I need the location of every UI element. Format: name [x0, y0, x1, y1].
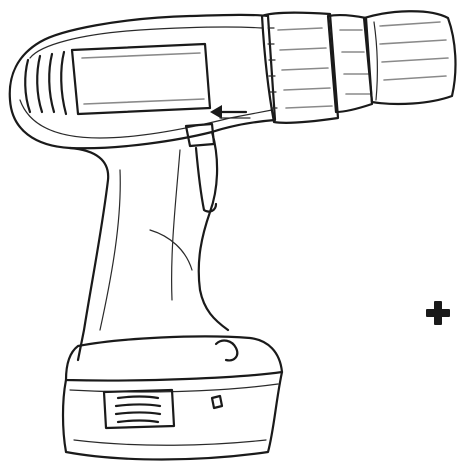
drill-motor-housing [8, 13, 277, 150]
drill-handle [68, 122, 230, 362]
drill-battery [61, 335, 284, 461]
drill-chuck [260, 10, 457, 124]
plus-icon [426, 301, 450, 325]
